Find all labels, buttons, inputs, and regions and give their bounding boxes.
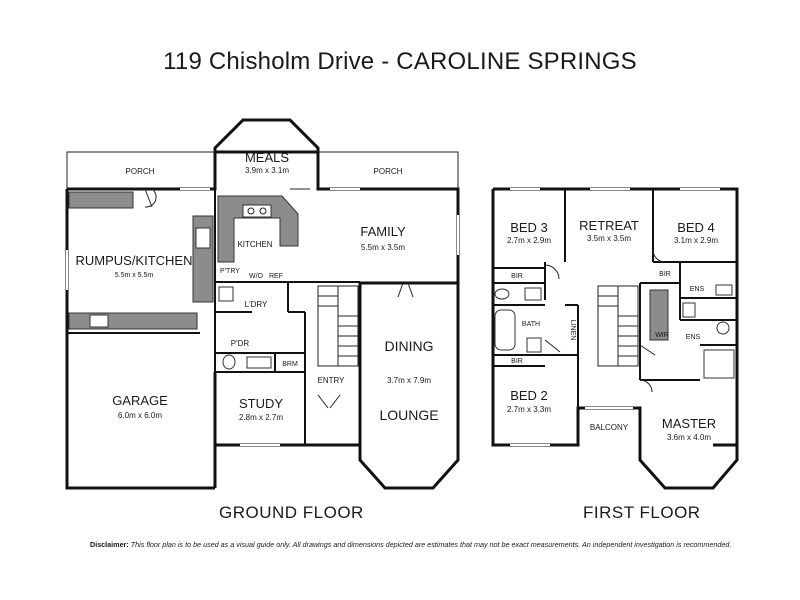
dining-label: DINING [385,338,434,354]
ens1-label: ENS [690,286,705,293]
bath-label: BATH [522,321,540,328]
ensuite-shower [703,349,735,379]
first-floor-label: FIRST FLOOR [583,503,701,522]
disclaimer-label: Disclaimer: [90,540,129,549]
study-label: STUDY [239,396,283,411]
master-label: MASTER [662,416,716,431]
ref-label: REF [269,273,283,280]
bed2-size: 2.7m x 3.3m [507,405,551,414]
pantry-label: P'TRY [220,268,240,275]
first-floor-plan [491,187,739,490]
master-size: 3.6m x 4.0m [667,433,711,442]
plan-title: 119 Chisholm Drive - CAROLINE SPRINGS [163,48,637,75]
retreat-label: RETREAT [579,218,639,233]
porch-left-label: PORCH [126,167,155,176]
bathtub [494,309,516,351]
lounge-bay-wall [358,445,460,490]
balcony-label: BALCONY [590,423,629,432]
brm-label: BRM [282,361,298,368]
first-west-south-wall [491,189,642,447]
bir3-label: BIR [511,358,523,365]
garage-label: GARAGE [112,393,168,408]
ground-floor-label: GROUND FLOOR [219,503,364,522]
walk-in-label: W/O [249,273,264,280]
bed4-label: BED 4 [677,220,715,235]
ens2-label: ENS [686,334,701,341]
family-label: FAMILY [360,224,406,239]
garage-size: 6.0m x 6.0m [118,411,162,420]
wir-label: WIR [655,332,669,339]
entry-double-door [317,394,341,409]
powder-label: P'DR [231,339,250,348]
meals-size: 3.9m x 3.1m [245,166,289,175]
rumpus-size: 5.5m x 5.5m [115,272,154,279]
ground-floor-plan [65,118,460,490]
bir2-label: BIR [659,271,671,278]
entry-label: ENTRY [318,376,346,385]
porch-right-label: PORCH [374,167,403,176]
bed3-label: BED 3 [510,220,548,235]
study-size: 2.8m x 2.7m [239,413,283,422]
first-stairs [597,285,639,367]
lounge-label: LOUNGE [379,407,438,423]
rumpus-top-bench [68,191,134,209]
porch-door-left [144,188,157,208]
disclaimer: Disclaimer: This floor plan is to be use… [90,540,732,549]
family-size: 5.5m x 3.5m [361,243,405,252]
dining-double-door [397,282,414,298]
bed4-size: 3.1m x 2.9m [674,236,718,245]
rumpus-bottom-bench [68,312,198,330]
ground-stairs [317,285,359,367]
master-bay-wall [638,445,739,490]
meals-label: MEALS [245,150,289,165]
kitchen-sink [242,204,272,218]
rumpus-label: RUMPUS/KITCHEN [75,253,192,268]
bed2-label: BED 2 [510,388,548,403]
disclaimer-text: This floor plan is to be used as a visua… [130,540,732,549]
dining-size: 3.7m x 7.9m [387,376,431,385]
wir-shelf [649,289,669,341]
kitchen-bench [217,195,299,263]
bed3-size: 2.7m x 2.9m [507,236,551,245]
kitchen-label: KITCHEN [237,240,272,249]
laundry-label: L'DRY [245,300,268,309]
linen-label: LINEN [569,320,576,341]
bir1-label: BIR [511,273,523,280]
meals-bay-wall [213,118,320,152]
retreat-size: 3.5m x 3.5m [587,234,631,243]
